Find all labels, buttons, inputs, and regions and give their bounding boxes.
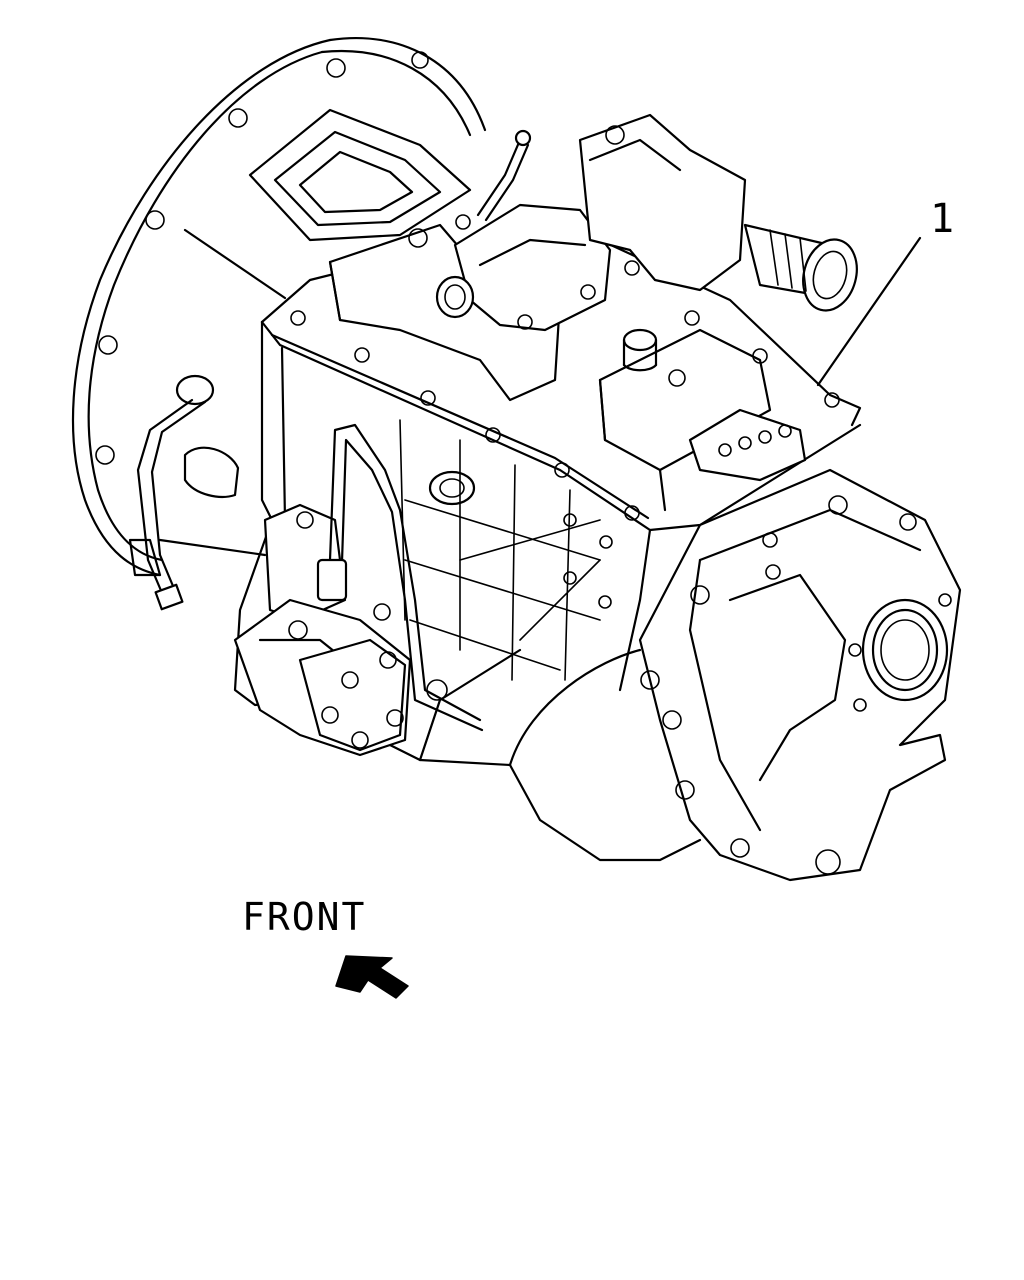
rear-bolts: [640, 495, 952, 875]
callout-1-label: 1: [930, 196, 954, 242]
oil-pump: [233, 423, 484, 757]
deck-bolts: [290, 214, 840, 609]
arrow-left-up-icon: [335, 955, 409, 999]
housing-bolts: [95, 51, 429, 465]
output-housing: [476, 113, 858, 312]
callout-1: 1: [816, 196, 954, 387]
case-ribs: [399, 419, 601, 681]
shift-tower: [328, 203, 807, 512]
rear-case: [638, 468, 962, 882]
gearbox-case: [233, 238, 862, 862]
clutch-housing: [71, 37, 487, 611]
callout-1-leader: [816, 236, 922, 387]
tube-ribs: [769, 229, 807, 292]
front-indicator: FRONT: [242, 895, 409, 999]
front-label: FRONT: [242, 895, 366, 939]
